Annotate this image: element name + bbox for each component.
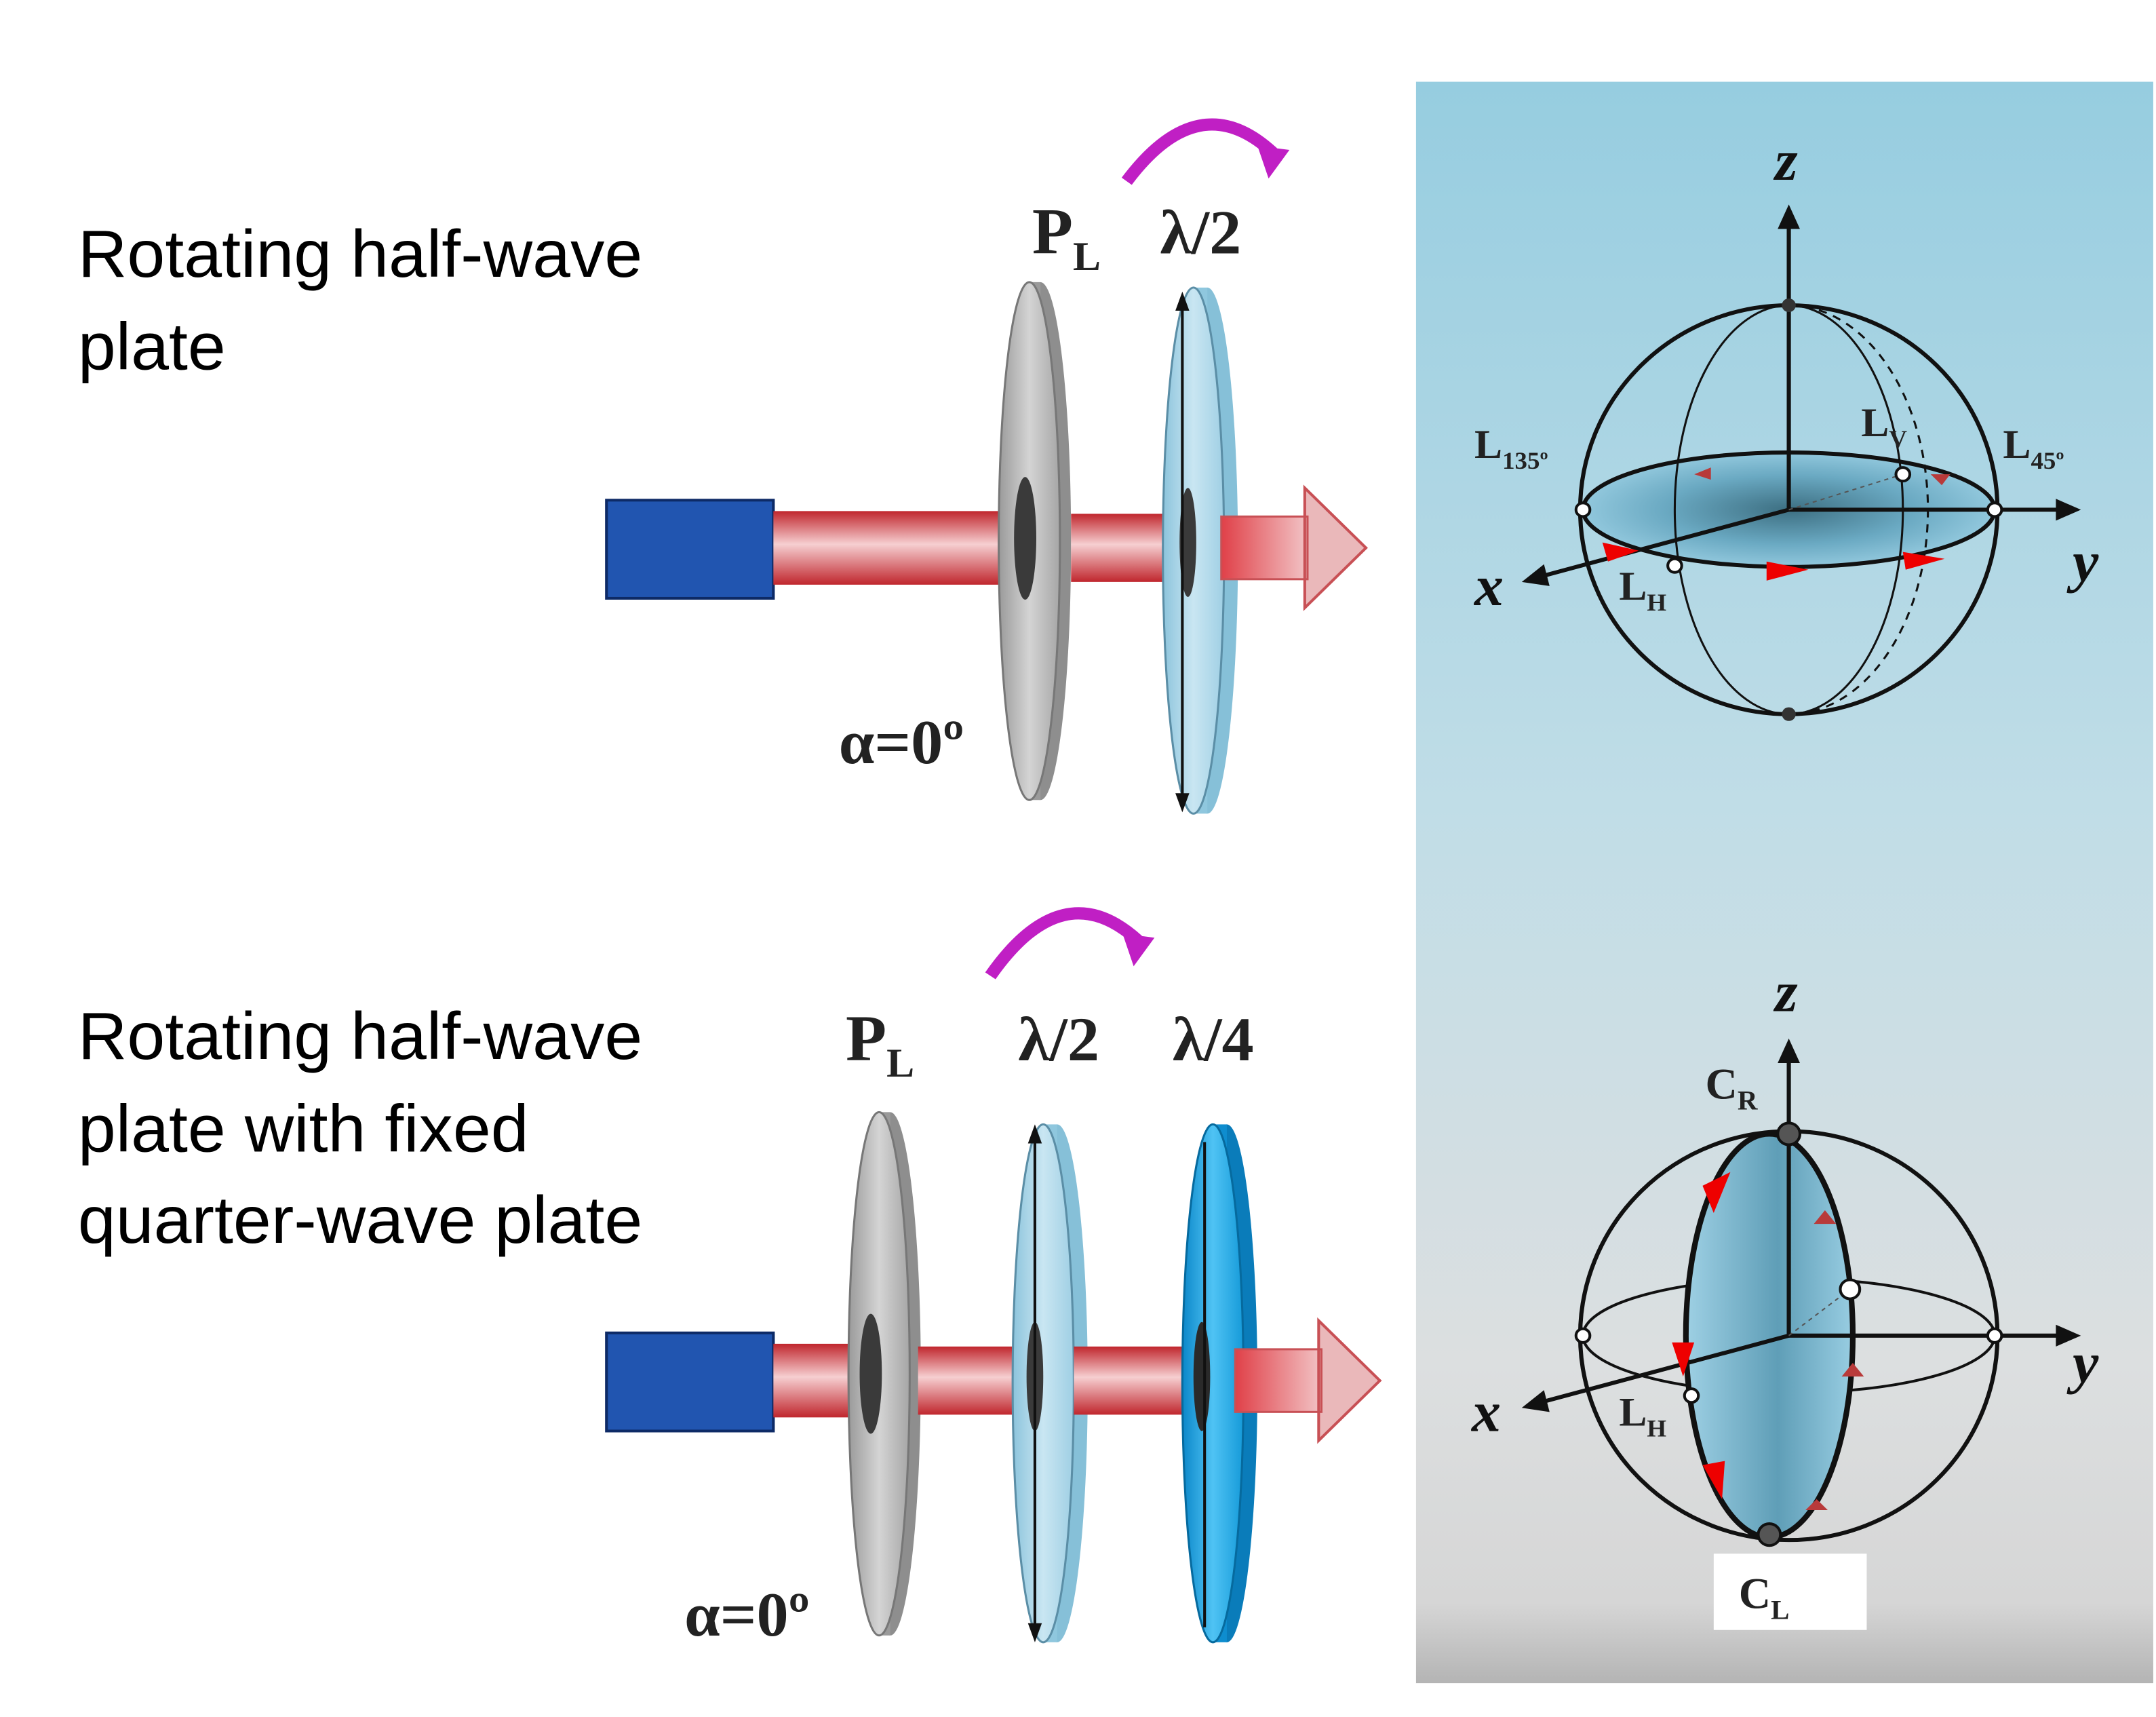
caption-bottom-line-3: quarter-wave plate xyxy=(77,1184,643,1258)
quarterwave-label-bottom: λ/4 xyxy=(1173,1005,1254,1075)
label-cl: CL xyxy=(1739,1570,1790,1625)
path-arrow xyxy=(1702,1172,1731,1214)
north-pole-point xyxy=(1782,298,1796,313)
label-h-bottom: LH xyxy=(1619,1390,1666,1442)
halfwave-label-top: λ/2 xyxy=(1160,199,1242,268)
beam-arrow-top xyxy=(1220,484,1368,611)
caption-bottom-line-1: Rotating half-wave xyxy=(77,1000,643,1075)
halfwave-label-bottom: λ/2 xyxy=(1018,1005,1099,1075)
rotation-arrow-bottom xyxy=(985,907,1155,980)
point-cl xyxy=(1757,1522,1782,1547)
laser-source-bottom xyxy=(605,1331,775,1433)
halfwave-plate-bottom xyxy=(1011,1123,1088,1644)
caption-top-line-2: plate xyxy=(77,310,226,384)
point-h xyxy=(1666,557,1683,574)
point-135 xyxy=(1574,501,1592,518)
quarterwave-plate-bottom xyxy=(1181,1123,1258,1644)
point-v-bottom xyxy=(1839,1278,1862,1300)
label-cr: CR xyxy=(1706,1060,1759,1115)
path-arrow xyxy=(1694,467,1711,480)
polarizer-disk-bottom xyxy=(847,1111,921,1637)
path-arrow xyxy=(1930,474,1951,486)
path-arrow xyxy=(1602,542,1639,562)
point-45 xyxy=(1986,501,2003,518)
laser-source-top xyxy=(605,499,775,600)
poincare-sphere-top: z y x L135º L45º LV LH xyxy=(1473,130,2099,721)
z-axis-label-bottom: z xyxy=(1773,961,1798,1024)
path-arrow xyxy=(1702,1461,1725,1499)
path-arrow xyxy=(1672,1342,1695,1377)
beam-arrow-bottom xyxy=(1234,1317,1382,1444)
label-45-top: L45º xyxy=(2003,423,2064,474)
path-arrow xyxy=(1841,1363,1864,1377)
beam-segment-top-1 xyxy=(773,511,1021,585)
rotation-arrow-top xyxy=(1121,118,1290,185)
x-axis-label-top: x xyxy=(1473,555,1504,618)
setup-top: PL λ/2 α=0º xyxy=(605,118,1368,815)
z-axis-label-top: z xyxy=(1773,130,1798,193)
label-135-top: L135º xyxy=(1474,423,1548,474)
caption-top-line-1: Rotating half-wave xyxy=(77,218,643,292)
x-axis-label-bottom: x xyxy=(1470,1381,1501,1444)
beam-segment-bottom-3 xyxy=(1074,1346,1202,1415)
point-cr xyxy=(1776,1121,1802,1146)
setup-bottom: PL λ/2 λ/4 α=0º xyxy=(605,907,1382,1650)
cl-label-box xyxy=(1713,1554,1867,1630)
x-axis-top xyxy=(1535,507,1790,580)
caption-bottom-line-2: plate with fixed xyxy=(77,1092,529,1166)
polarizer-label-bottom: PL xyxy=(846,1003,914,1086)
beam-segment-bottom-1 xyxy=(773,1343,860,1418)
south-pole-point xyxy=(1782,707,1796,721)
caption-top: Rotating half-wave plate xyxy=(78,210,642,394)
angle-label-top: α=0º xyxy=(839,708,964,777)
point-h-bottom xyxy=(1683,1387,1700,1404)
path-arrow xyxy=(1902,552,1945,570)
point-45-bottom xyxy=(1986,1327,2003,1344)
polarizer-disk-top xyxy=(998,281,1072,801)
polarizer-label-top: PL xyxy=(1032,196,1101,279)
path-arrow xyxy=(1766,561,1809,581)
point-v xyxy=(1894,466,1912,483)
caption-bottom: Rotating half-wave plate with fixed quar… xyxy=(78,992,642,1269)
path-arrow xyxy=(1805,1499,1828,1510)
point-135-bottom xyxy=(1574,1327,1592,1344)
angle-label-bottom: α=0º xyxy=(684,1581,810,1650)
x-axis-bottom xyxy=(1535,1333,1790,1406)
path-arrow xyxy=(1814,1210,1837,1224)
label-h-top: LH xyxy=(1619,564,1666,616)
halfwave-plate-top xyxy=(1162,286,1238,815)
label-v-top: LV xyxy=(1861,400,1907,452)
poincare-sphere-bottom: z y x CR CL LH xyxy=(1470,961,2099,1630)
